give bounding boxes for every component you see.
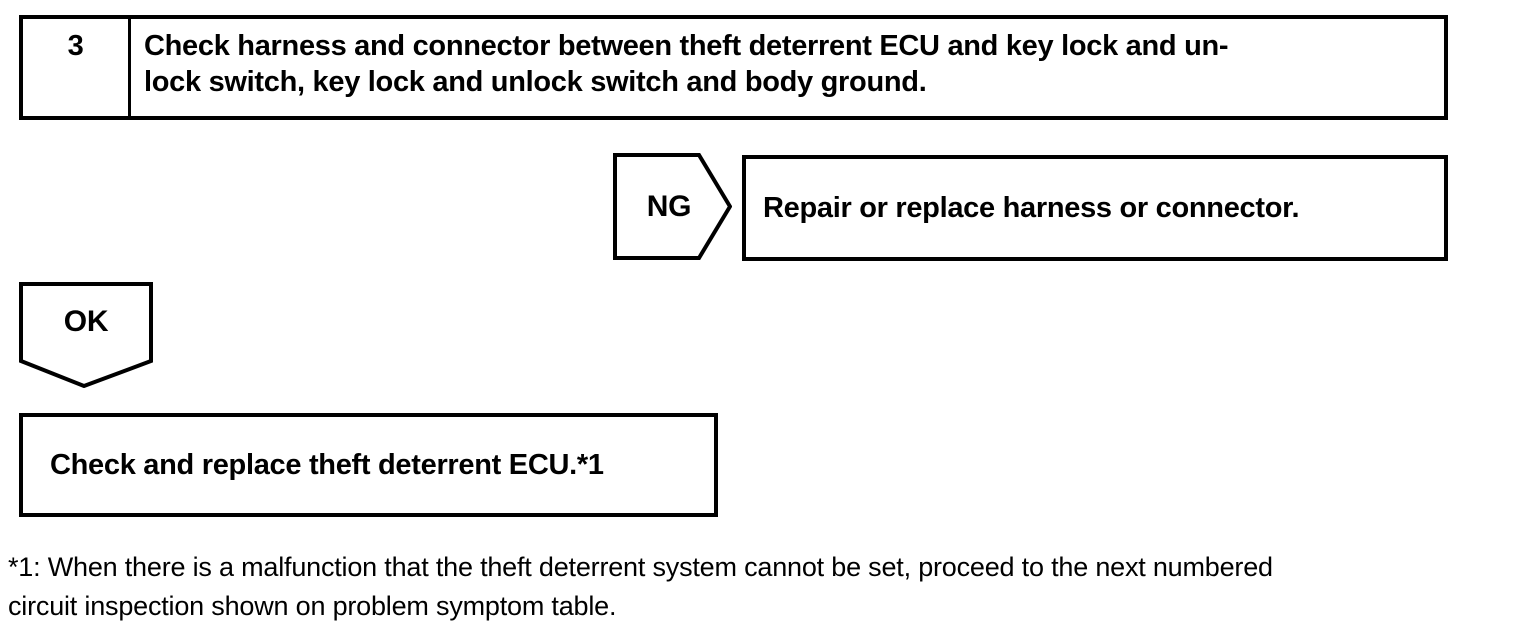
- down-arrow-pentagon-icon: [19, 282, 153, 388]
- step-box: 3 Check harness and connector between th…: [19, 15, 1448, 120]
- repair-action-box: Repair or replace harness or connector.: [742, 155, 1448, 261]
- ng-label: NG: [646, 189, 692, 223]
- step-instruction: Check harness and connector between thef…: [131, 19, 1238, 116]
- right-arrow-pentagon-icon: [613, 153, 732, 260]
- ok-pointer: OK: [19, 282, 153, 388]
- ecu-action-text: Check and replace theft deterrent ECU.*1: [50, 448, 604, 481]
- footnote: *1: When there is a malfunction that the…: [8, 548, 1498, 626]
- step-number-cell: 3: [23, 19, 131, 116]
- repair-action-text: Repair or replace harness or connector.: [763, 191, 1300, 224]
- ok-label: OK: [63, 304, 109, 338]
- step-instruction-line-2: lock switch, key lock and unlock switch …: [144, 66, 927, 98]
- footnote-line-2: circuit inspection shown on problem symp…: [8, 591, 617, 621]
- footnote-line-1: *1: When there is a malfunction that the…: [8, 552, 1273, 582]
- ok-pointer-shape: [19, 282, 153, 388]
- step-instruction-line-1: Check harness and connector between thef…: [144, 30, 1229, 62]
- ecu-action-box: Check and replace theft deterrent ECU.*1: [19, 413, 718, 517]
- ng-pointer: NG: [613, 153, 732, 260]
- ng-pointer-shape: [613, 153, 732, 260]
- step-number: 3: [67, 30, 84, 62]
